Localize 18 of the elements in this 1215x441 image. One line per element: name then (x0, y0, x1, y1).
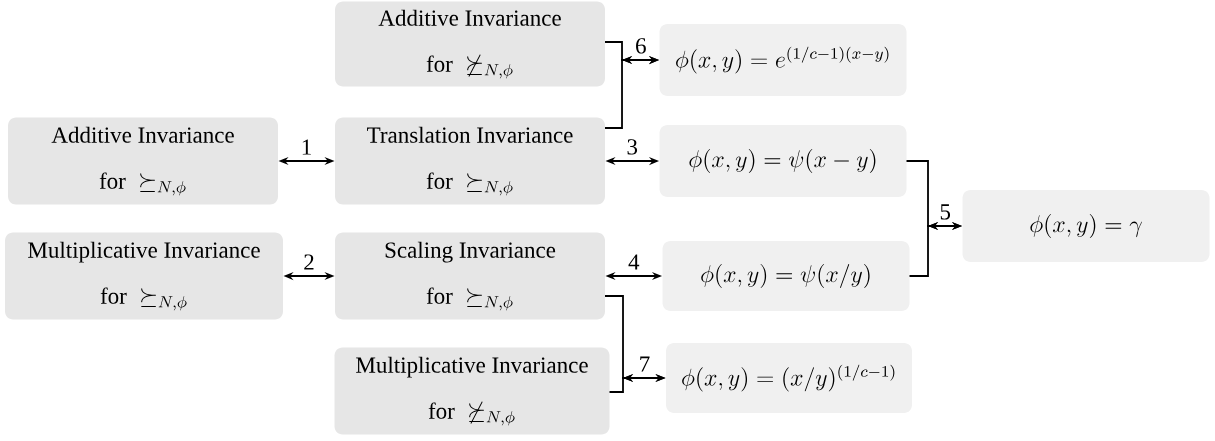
formula-box: $\phi(x,y) = e^{(1/c-1)(x-y)}$ (659, 24, 907, 96)
edge-label: 7 (636, 354, 653, 374)
formula-box: $\phi(x,y) = \gamma$ (962, 190, 1210, 262)
invariance-box: Multiplicative Invariance $\text{for } \succeq_{N,\phi}$ (5, 232, 283, 320)
formula-box: $\phi(x,y) = \psi(x-y)$ (659, 125, 907, 197)
edge-label: 5 (937, 202, 953, 222)
edge-label: 3 (624, 137, 640, 157)
edge-label: 6 (633, 36, 649, 56)
formula-box: $\phi(x,y) = (x/y)^{(1/c-1)}$ (666, 343, 912, 413)
invariance-box: Scaling Invariance $\text{for } \succeq_{N,\phi}$ (335, 232, 605, 320)
formula-box: $\phi(x,y) = \psi(x/y)$ (662, 241, 910, 311)
invariance-box: Multiplicative Invariance $\text{for } \not\succeq_{N,\phi}$ (334, 347, 610, 435)
invariance-box: Translation Invariance $\text{for } \succeq_{N,\phi}$ (335, 117, 605, 205)
invariance-box: Additive Invariance $\text{for } \succeq_{N,\phi}$ (8, 117, 278, 205)
edge-label: 2 (301, 252, 317, 272)
edge-label: 1 (298, 137, 315, 157)
edge-label: 4 (626, 252, 642, 272)
invariance-box: Additive Invariance $\text{for } \not\succeq_{N,\phi}$ (335, 1, 605, 87)
